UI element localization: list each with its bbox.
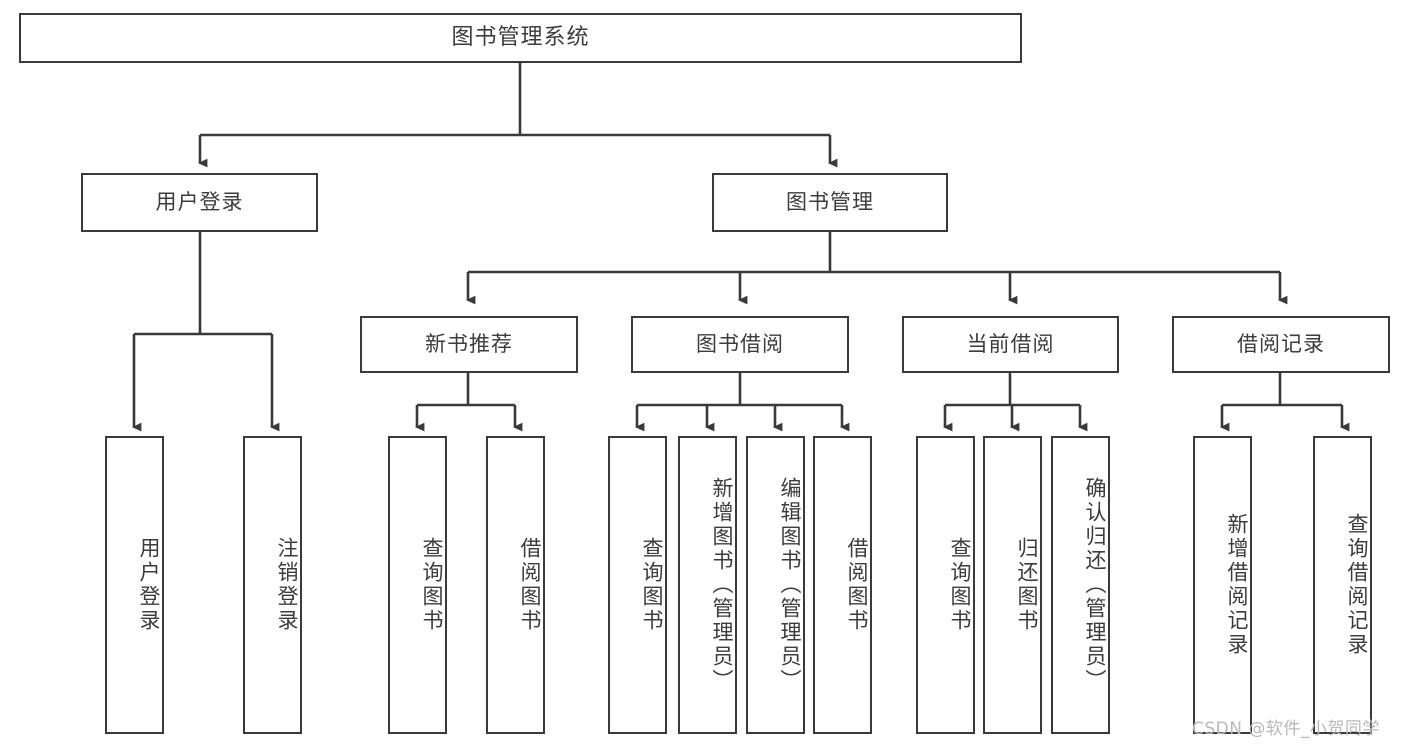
node-leaf-query-record[interactable]: 查询借阅记录 — [1313, 436, 1372, 734]
node-leaf-query-book-1[interactable]: 查询图书 — [388, 436, 447, 734]
node-leaf-confirm-return[interactable]: 确认归还（管理员） — [1051, 436, 1110, 734]
node-current-borrow[interactable]: 当前借阅 — [902, 316, 1119, 373]
node-root-label: 图书管理系统 — [451, 24, 590, 50]
node-leaf-confirm-return-label: 确认归还（管理员） — [1083, 477, 1107, 693]
node-leaf-add-record[interactable]: 新增借阅记录 — [1193, 436, 1252, 734]
node-leaf-add-book-label: 新增图书（管理员） — [710, 477, 734, 693]
node-borrow-record-label: 借阅记录 — [1237, 331, 1325, 356]
node-leaf-add-record-label: 新增借阅记录 — [1225, 513, 1249, 657]
node-leaf-borrow-book-2-label: 借阅图书 — [845, 537, 869, 633]
node-leaf-user-login-label: 用户登录 — [137, 537, 161, 633]
node-leaf-query-book-1-label: 查询图书 — [420, 537, 444, 633]
node-current-borrow-label: 当前借阅 — [966, 331, 1055, 356]
node-leaf-return-book-label: 归还图书 — [1015, 537, 1039, 633]
node-user-login-label: 用户登录 — [155, 189, 244, 214]
node-leaf-logout-login[interactable]: 注销登录 — [243, 436, 302, 734]
node-leaf-logout-login-label: 注销登录 — [275, 537, 299, 633]
node-leaf-query-book-2-label: 查询图书 — [640, 537, 664, 633]
node-leaf-add-book[interactable]: 新增图书（管理员） — [678, 436, 737, 734]
node-leaf-edit-book[interactable]: 编辑图书（管理员） — [746, 436, 805, 734]
node-user-login[interactable]: 用户登录 — [81, 173, 318, 232]
node-leaf-query-book-2[interactable]: 查询图书 — [608, 436, 667, 734]
node-root-system[interactable]: 图书管理系统 — [19, 13, 1022, 63]
node-leaf-edit-book-label: 编辑图书（管理员） — [778, 477, 802, 693]
node-leaf-borrow-book-1[interactable]: 借阅图书 — [486, 436, 545, 734]
node-leaf-borrow-book-1-label: 借阅图书 — [518, 537, 542, 633]
csdn-watermark: CSDN @软件_小贺同学 — [1192, 719, 1380, 739]
node-new-book-recommend-label: 新书推荐 — [425, 331, 513, 356]
node-leaf-query-book-3-label: 查询图书 — [948, 537, 972, 633]
node-book-borrow-label: 图书借阅 — [696, 331, 784, 356]
node-leaf-query-book-3[interactable]: 查询图书 — [916, 436, 975, 734]
node-leaf-borrow-book-2[interactable]: 借阅图书 — [813, 436, 872, 734]
node-leaf-return-book[interactable]: 归还图书 — [983, 436, 1042, 734]
node-new-book-recommend[interactable]: 新书推荐 — [360, 316, 578, 373]
node-leaf-query-record-label: 查询借阅记录 — [1345, 513, 1369, 657]
node-borrow-record[interactable]: 借阅记录 — [1172, 316, 1390, 373]
node-leaf-user-login[interactable]: 用户登录 — [105, 436, 164, 734]
node-book-manage-label: 图书管理 — [786, 189, 874, 214]
node-book-manage[interactable]: 图书管理 — [712, 173, 948, 232]
node-book-borrow[interactable]: 图书借阅 — [631, 316, 849, 373]
